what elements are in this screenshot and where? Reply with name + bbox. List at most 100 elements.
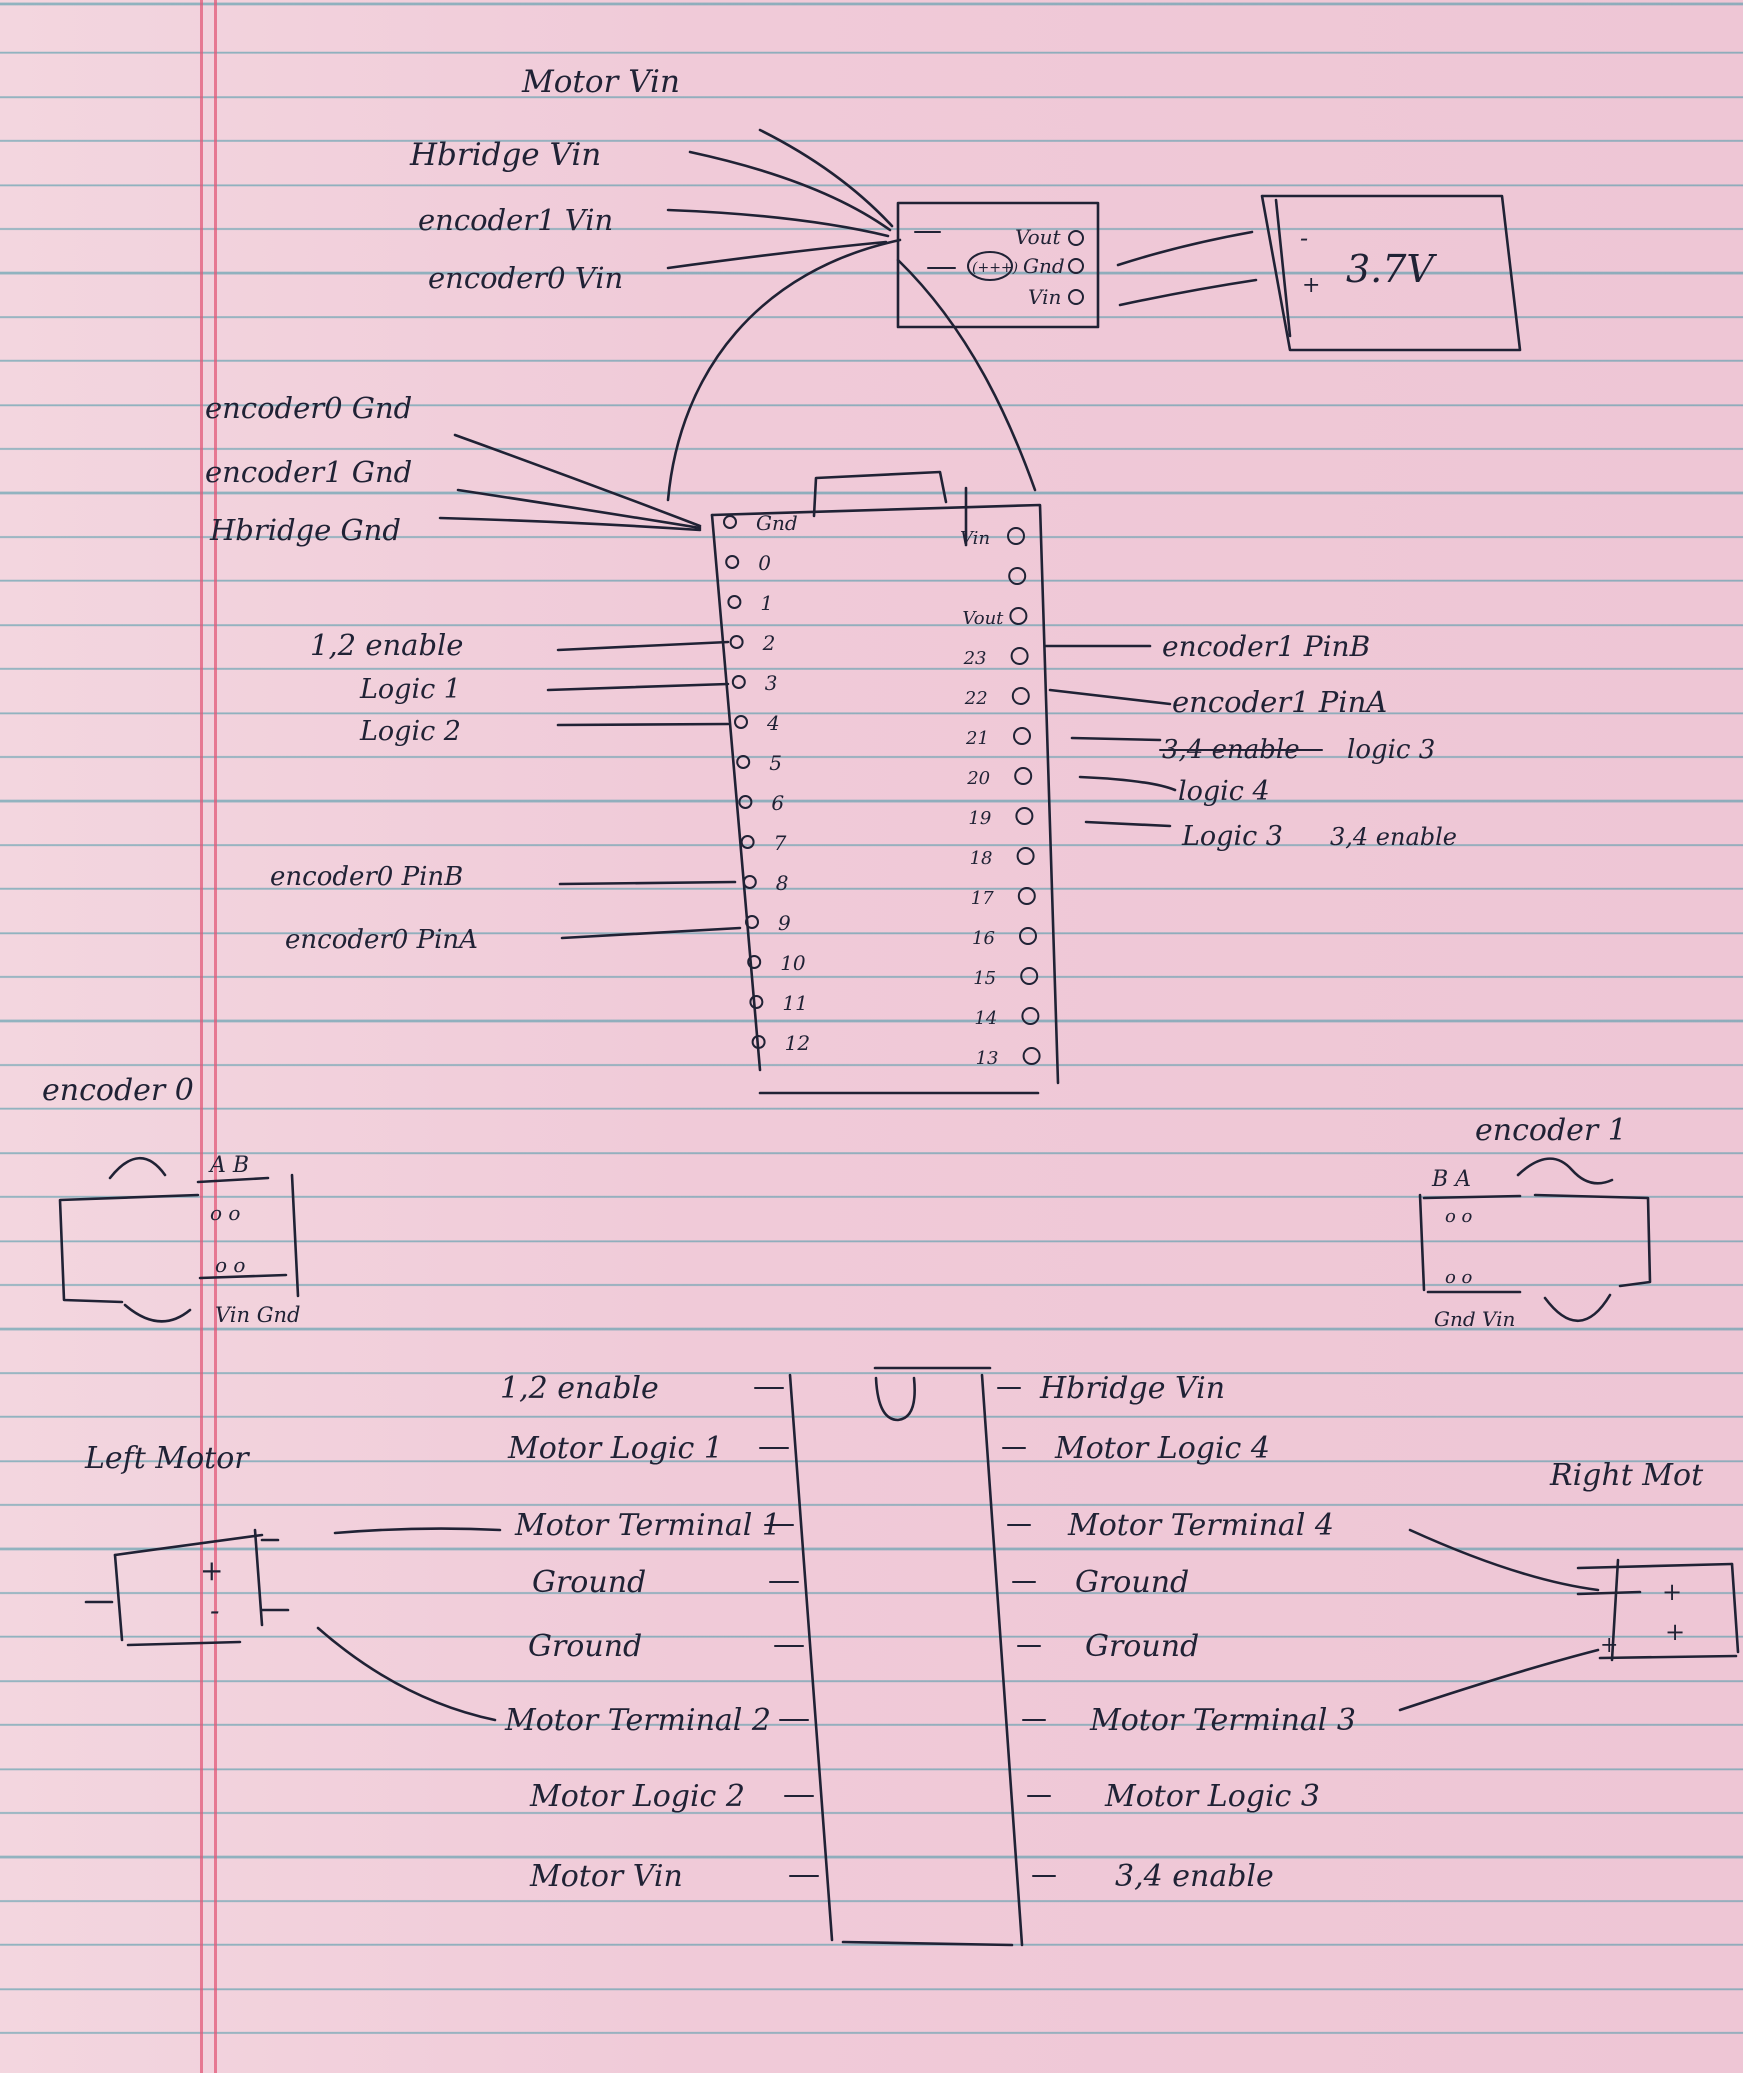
right-motor-label: Right Mot — [1549, 1458, 1704, 1493]
mcu-left-pin-label: 0 — [758, 551, 771, 575]
encoder0-pins: o o — [215, 1253, 245, 1277]
wire — [456, 488, 702, 530]
left-motor: Left Motor + - — [84, 1441, 502, 1722]
mcu-left-wire-label: Logic 1 — [359, 674, 461, 705]
wire — [333, 1527, 502, 1535]
hbridge-left-label: Motor Logic 1 — [507, 1431, 723, 1466]
mcu-right-pin-label: Vin — [960, 528, 990, 549]
motor-body — [113, 1533, 264, 1557]
motor-body — [1610, 1558, 1620, 1662]
mcu-right-pin-label: 13 — [976, 1048, 999, 1069]
left-motor-label: Left Motor — [84, 1441, 250, 1476]
mcu-outline — [710, 503, 1060, 1085]
encoder1-bottom-label: Gnd Vin — [1434, 1307, 1515, 1331]
mcu-right-pin-label: 14 — [974, 1008, 997, 1029]
mcu-right-pin-hole — [1010, 647, 1029, 665]
left-motor-plus: + — [200, 1554, 223, 1587]
encoder-0: encoder 0 A B o o o o Vin Gnd — [42, 1073, 300, 1327]
mcu-right-pin-hole — [1013, 727, 1031, 745]
encoder1-pins: o o — [1445, 1267, 1473, 1288]
hbridge-left-label: Ground — [528, 1629, 642, 1664]
mcu-left-pin-label: 11 — [782, 991, 807, 1015]
power-input-label: encoder0 Vin — [428, 261, 623, 295]
wire — [1048, 688, 1172, 706]
hbridge-right-edge — [980, 1373, 1024, 1947]
mcu-left-pin-hole — [736, 755, 751, 769]
mcu-right-pin-label: 18 — [970, 848, 993, 869]
wire — [556, 640, 730, 652]
wire — [758, 128, 894, 228]
mcu-right-pin-hole — [1021, 1007, 1040, 1025]
mcu-left-pin-hole — [747, 955, 762, 969]
battery-divider — [1274, 198, 1292, 338]
gnd-wire-label: encoder1 Gnd — [205, 455, 412, 489]
encoder0-title: encoder 0 — [42, 1073, 194, 1108]
wire — [453, 433, 702, 528]
wire — [438, 516, 702, 532]
pin-hole — [1068, 258, 1084, 274]
encoder1-edge — [1418, 1193, 1426, 1292]
mcu-right-wire-label: encoder1 PinA — [1172, 685, 1387, 719]
motor-body — [253, 1528, 264, 1627]
hbridge-left-label: 1,2 enable — [500, 1371, 659, 1406]
wire — [666, 208, 890, 238]
switch-mark — [967, 251, 1013, 281]
mcu-right-pin-hole — [1007, 527, 1025, 545]
hbridge-right-label: 3,4 enable — [1115, 1859, 1274, 1894]
mcu-right-pin-label: 15 — [973, 968, 996, 989]
margin-line — [214, 0, 217, 2073]
hbridge-notch — [874, 1376, 916, 1422]
mcu-left-wire-label: 1,2 enable — [310, 628, 463, 662]
mcu-right-pin-hole — [1019, 927, 1037, 945]
encoder1-title: encoder 1 — [1475, 1113, 1627, 1148]
motor-body — [113, 1553, 124, 1642]
mcu-right-pin-hole — [1014, 767, 1033, 785]
mcu-right-pin-label: 23 — [963, 648, 987, 669]
hbridge-right-label: Ground — [1075, 1565, 1189, 1600]
mcu-left-pin-hole — [731, 675, 746, 689]
mcu-right-pin-hole — [1011, 687, 1030, 705]
mcu-left-wire-label: encoder0 PinA — [285, 925, 478, 955]
wire — [1408, 1528, 1600, 1592]
battery-box — [1260, 194, 1522, 352]
wire — [666, 238, 902, 502]
mcu-left-pin-hole — [727, 595, 742, 609]
mcu-right-pin-label: 20 — [966, 768, 990, 789]
mcu-left-pin-hole — [738, 795, 753, 809]
encoder0-body — [58, 1193, 200, 1304]
encoder1-body — [1533, 1193, 1652, 1288]
pin-hole — [1068, 289, 1084, 305]
encoder0-bottom-label: Vin Gnd — [215, 1303, 300, 1327]
mcu-left-pin-label: 3 — [765, 671, 778, 695]
encoder0-top-label: A B — [208, 1153, 249, 1178]
hbridge-left-label: Motor Terminal 2 — [504, 1703, 771, 1738]
power-input-label: Hbridge Vin — [409, 137, 601, 173]
wire — [1516, 1157, 1614, 1185]
motor-body — [126, 1640, 242, 1647]
mcu-left-pin-hole — [742, 875, 757, 889]
mcu-right-pin-hole — [1015, 807, 1034, 825]
wire — [558, 880, 737, 886]
encoder1-top-label: B A — [1431, 1167, 1471, 1192]
mcu-left-pin-label: 9 — [778, 911, 791, 935]
mcu-right-pin-hole — [1008, 567, 1027, 585]
encoder-1: encoder 1 B A o o o o Gnd Vin — [1418, 1113, 1652, 1331]
mcu-left-pin-label: 4 — [766, 711, 780, 735]
mcu-left-pin-label: 12 — [785, 1031, 810, 1055]
mcu-left-pin-hole — [725, 555, 740, 569]
mcu-left-pin-hole — [729, 635, 744, 649]
mcu-left-pin-label: 5 — [769, 751, 782, 775]
usb-port — [812, 470, 948, 518]
mcu-right-wire-label: logic 4 — [1178, 776, 1270, 807]
margin-line — [200, 0, 203, 2073]
mcu-right-pin-label: 21 — [965, 728, 989, 749]
mcu-right-wire-label: logic 3 — [1347, 735, 1435, 765]
wire — [1070, 736, 1162, 742]
mcu-left-pin-label: 6 — [771, 791, 784, 815]
wire — [896, 258, 1037, 492]
